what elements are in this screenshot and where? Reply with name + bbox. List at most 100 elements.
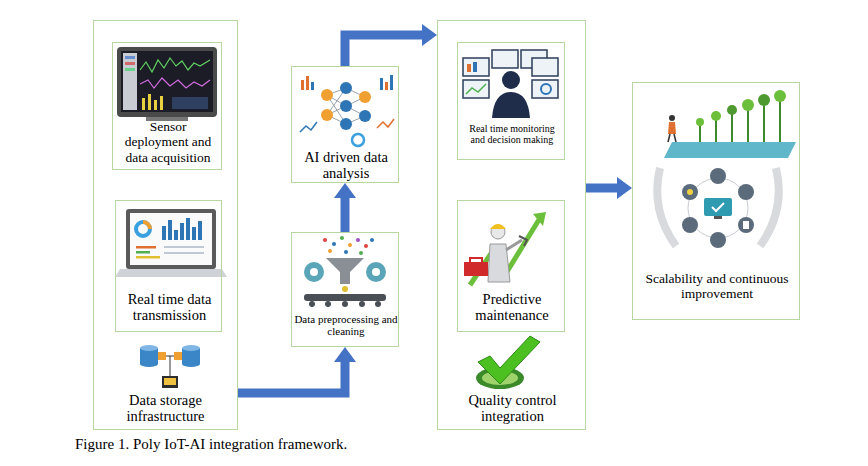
preprocessing-illustration — [366, 262, 386, 282]
scalability-illustration — [668, 134, 670, 142]
neural-network-illustration — [300, 122, 317, 132]
sensor-monitor-illustration — [154, 100, 157, 110]
neural-network-illustration — [340, 118, 352, 130]
node-label: Scalability and continuous improvement — [635, 271, 799, 302]
sensor-monitor-illustration — [125, 68, 135, 71]
monitoring-illustration — [492, 92, 530, 118]
maintenance-illustration — [491, 225, 505, 239]
process-box: Data preprocessing and cleaning — [291, 232, 399, 347]
preprocessing-illustration — [375, 301, 381, 307]
scalability-illustration — [760, 168, 779, 246]
sensor-monitor-illustration — [117, 47, 217, 121]
laptop-illustration — [115, 209, 227, 277]
database-illustration — [140, 345, 200, 388]
preprocessing-illustration — [310, 268, 318, 276]
laptop-illustration — [130, 213, 212, 265]
neural-network-illustration — [301, 80, 304, 90]
node-label: AI driven data analysis — [293, 149, 399, 182]
database-illustration — [182, 345, 200, 351]
quality-check-illustration — [478, 336, 540, 384]
scalability-illustration — [696, 118, 704, 126]
laptop-illustration — [192, 227, 196, 240]
preprocessing-illustration — [348, 243, 352, 247]
group-box: Quality control integrationReal time mon… — [437, 20, 586, 430]
laptop-illustration — [126, 209, 216, 269]
process-box: AI driven data analysis — [291, 66, 399, 183]
database-illustration — [174, 352, 182, 360]
flow-arrow — [586, 177, 632, 199]
neural-network-illustration — [352, 134, 364, 146]
quality-check-illustration — [476, 336, 540, 389]
sensor-monitor-illustration — [121, 51, 213, 112]
scalability-illustration — [710, 232, 726, 248]
scalability-illustration — [747, 108, 749, 142]
preprocessing-illustration — [328, 249, 332, 253]
sensor-monitor-illustration — [160, 96, 163, 110]
laptop-illustration — [164, 252, 204, 254]
sensor-monitor-illustration — [172, 97, 208, 109]
maintenance-illustration — [506, 240, 522, 250]
scalability-illustration — [688, 178, 748, 238]
scalability-illustration — [700, 100, 780, 142]
neural-network-illustration — [385, 82, 388, 90]
scalability-illustration — [743, 221, 749, 229]
database-illustration — [170, 356, 171, 378]
database-illustration — [164, 378, 176, 385]
scalability-illustration — [715, 118, 717, 142]
preprocessing-illustration — [372, 268, 380, 276]
process-box: Real time data transmission — [115, 200, 222, 332]
sensor-monitor-illustration — [125, 56, 135, 59]
neural-network-illustration — [340, 100, 352, 112]
neural-network-illustration — [300, 75, 394, 146]
arrow-head — [334, 347, 356, 362]
scalability-illustration — [687, 189, 693, 195]
neural-network-illustration — [321, 109, 333, 121]
flow-arrow — [238, 347, 356, 393]
monitoring-illustration — [532, 80, 558, 98]
preprocessing-illustration — [309, 301, 315, 307]
maintenance-illustration — [519, 236, 527, 246]
maintenance-illustration — [464, 262, 488, 276]
sensor-monitor-illustration — [123, 53, 137, 110]
laptop-illustration — [180, 223, 184, 240]
scalability-illustration — [704, 198, 732, 216]
scalability-illustration — [731, 112, 733, 142]
arrow-shaft — [238, 362, 345, 393]
process-box: Sensor deployment and data acquisition — [112, 42, 222, 170]
laptop-illustration — [136, 256, 160, 259]
scalability-illustration — [710, 168, 726, 184]
database-illustration — [158, 352, 166, 360]
preprocessing-illustration — [326, 258, 364, 284]
flow-arrow — [345, 24, 437, 66]
process-box: Predictive maintenance — [457, 200, 565, 332]
arrow-head — [422, 24, 437, 46]
sensor-monitor-illustration — [125, 62, 135, 65]
preprocessing-illustration — [359, 251, 363, 255]
scalability-illustration — [657, 90, 796, 248]
maintenance-illustration — [470, 258, 482, 262]
laptop-illustration — [186, 218, 190, 240]
scalability-illustration — [711, 111, 721, 121]
laptop-illustration — [162, 226, 166, 240]
monitoring-illustration — [502, 71, 520, 89]
node-label: Data preprocessing and cleaning — [294, 313, 398, 338]
database-illustration — [140, 345, 158, 351]
preprocessing-illustration — [364, 244, 368, 248]
arrow-shaft — [345, 35, 422, 66]
figure-caption: Figure 1. Poly IoT-AI integration framew… — [75, 436, 347, 453]
neural-network-illustration — [359, 110, 371, 122]
preprocessing-illustration — [323, 238, 327, 242]
maintenance-illustration — [533, 212, 546, 226]
arrow-shaft — [586, 184, 617, 193]
scalability-illustration — [699, 124, 701, 142]
scalability-illustration — [779, 100, 781, 142]
monitoring-illustration — [463, 80, 489, 98]
scalability-illustration — [738, 184, 754, 200]
sensor-monitor-illustration — [140, 58, 210, 72]
laptop-illustration — [164, 246, 204, 248]
neural-network-illustration — [306, 76, 309, 90]
node-label: Real time monitoring and decision making — [462, 123, 562, 146]
scalability-illustration — [738, 217, 754, 233]
laptop-illustration — [115, 269, 227, 277]
monitoring-illustration — [541, 84, 551, 94]
